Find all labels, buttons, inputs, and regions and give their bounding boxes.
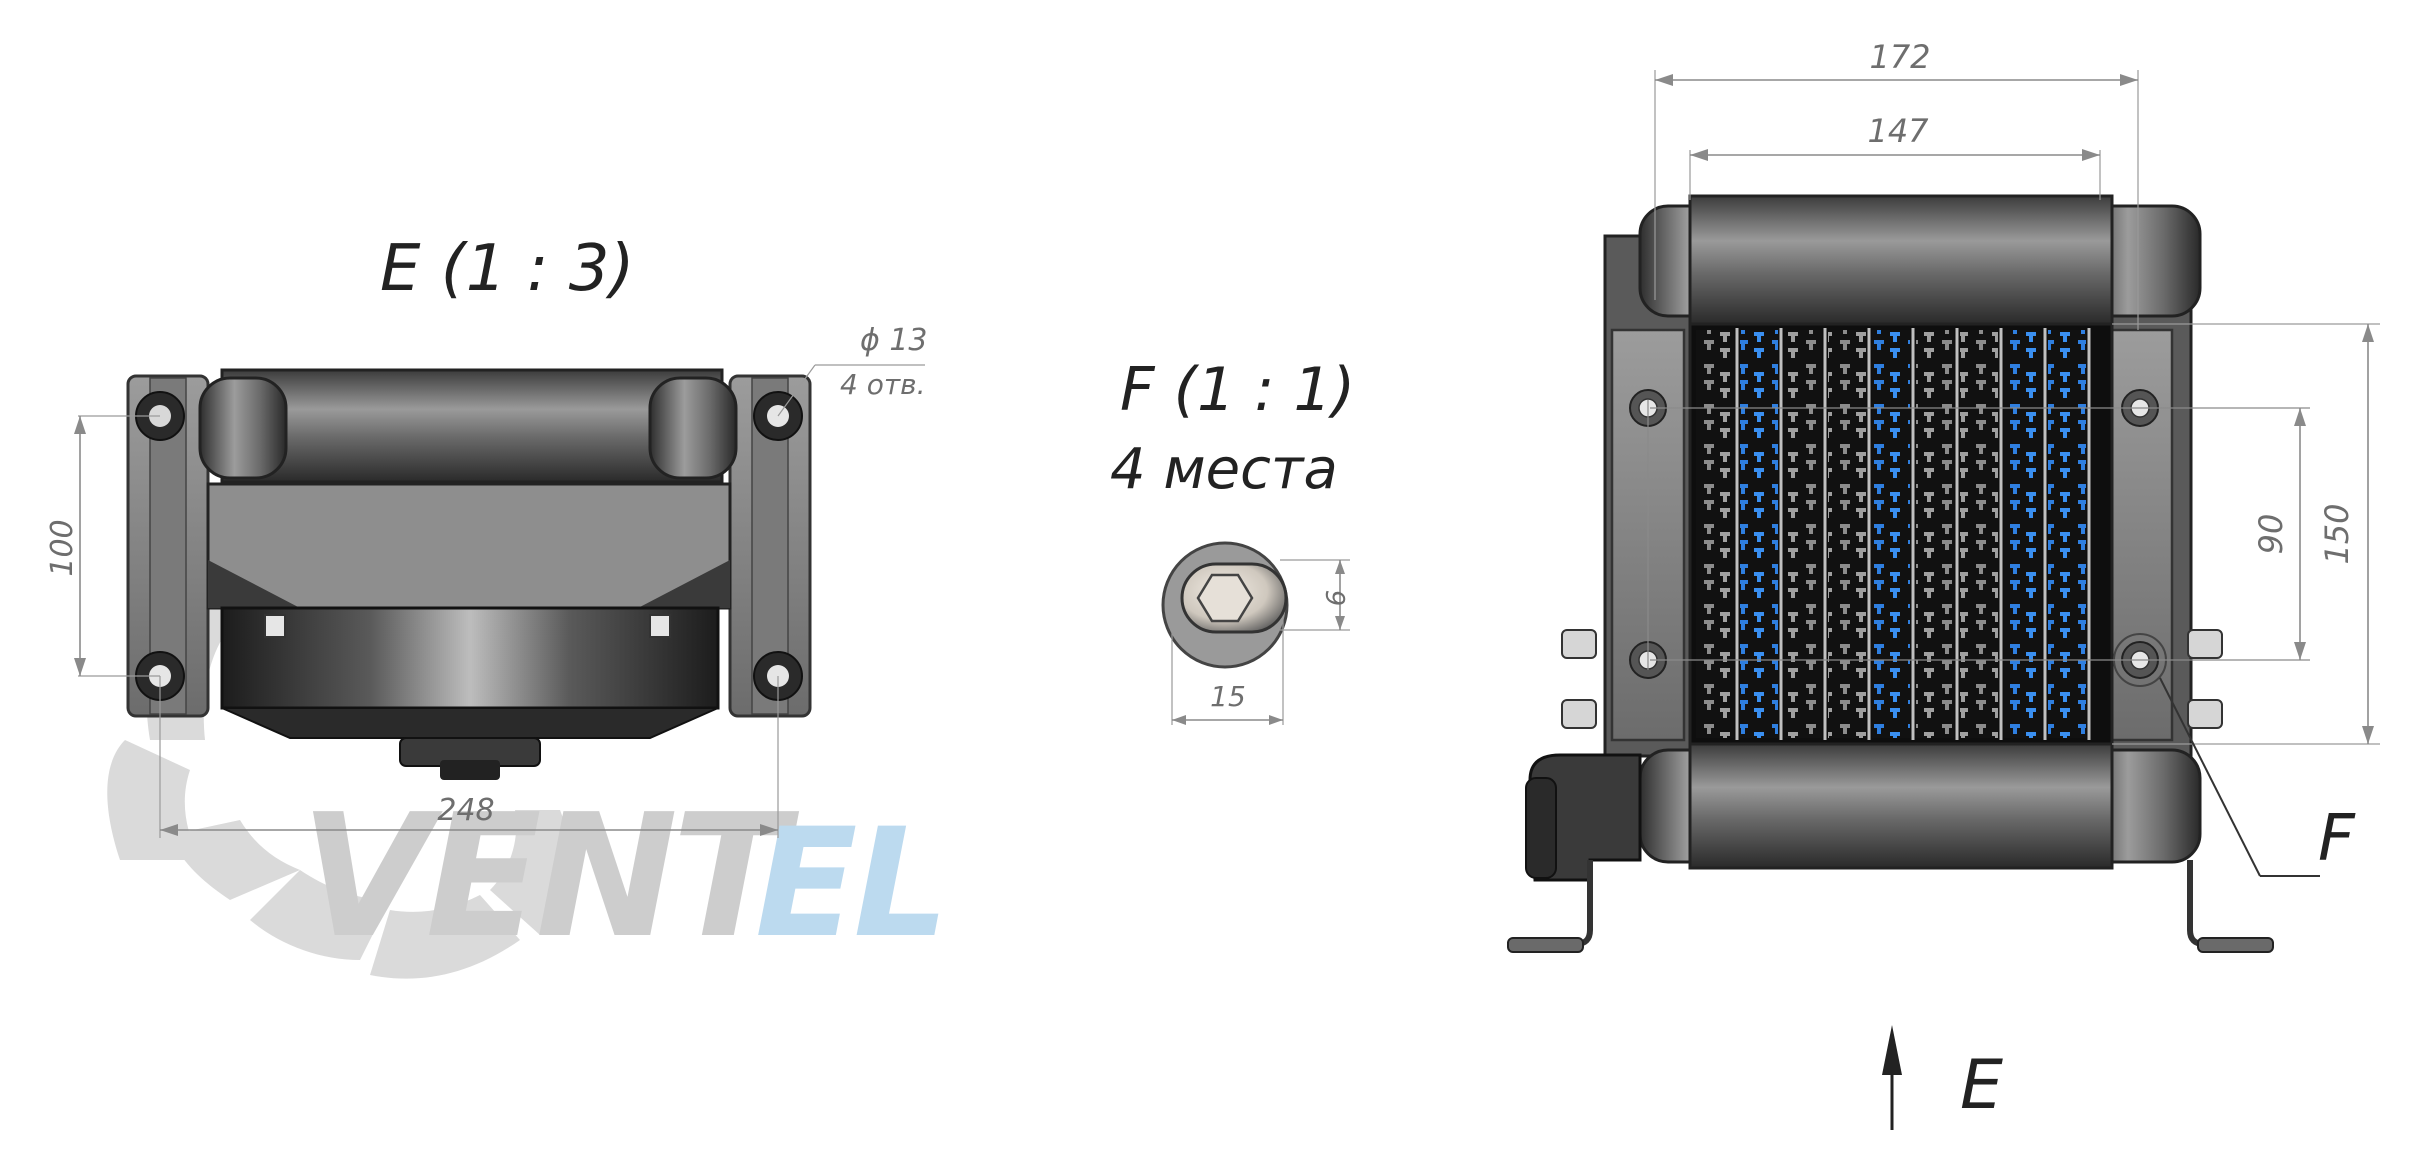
dim-150-label: 150 <box>2318 503 2356 564</box>
hole-callout: ϕ 13 4 отв. <box>777 323 928 417</box>
dim-100-label: 100 <box>45 519 80 576</box>
dim-248-label: 248 <box>437 793 494 828</box>
arrow-e-label: E <box>1960 1046 2003 1125</box>
callout-f-label: F <box>2318 802 2356 876</box>
top-tube <box>220 368 724 484</box>
dim-9-label: 9 <box>1319 590 1349 607</box>
dim-9: 9 <box>1280 559 1350 631</box>
dim-90-label: 90 <box>2252 514 2290 555</box>
watermark-text-accent: EL <box>755 797 945 971</box>
dim-147-label: 147 <box>1867 112 1929 150</box>
hole-count-label: 4 отв. <box>840 368 926 401</box>
fan-housing <box>206 482 732 610</box>
dim-172-label: 172 <box>1869 38 1930 76</box>
dim-100: 100 <box>45 415 160 677</box>
fan-motor <box>220 606 720 710</box>
view-f-title: F (1 : 1) <box>1120 355 1355 425</box>
ventel-watermark: VENT EL <box>107 504 949 979</box>
top-tank <box>1688 194 2114 326</box>
dim-248: 248 <box>159 676 779 838</box>
view-e-arrow: E <box>1882 1025 2003 1130</box>
fin-columns <box>1696 328 2091 740</box>
main-view-drawing: 172 147 90 150 F <box>1507 38 2380 1130</box>
dim-15-label: 15 <box>1210 680 1246 713</box>
view-e-title: E (1 : 3) <box>380 232 634 306</box>
view-f-subtitle: 4 места <box>1110 437 1338 502</box>
bottom-tank <box>1688 742 2114 870</box>
dim-172: 172 <box>1654 38 2139 330</box>
hole-diameter-label: ϕ 13 <box>860 323 928 358</box>
watermark-text-main: VENT <box>300 778 800 976</box>
view-f-detail: F (1 : 1) 4 места 9 15 <box>1110 355 1355 725</box>
arrow-up-icon <box>1882 1025 1902 1075</box>
dim-150: 150 <box>2112 323 2380 745</box>
dim-90: 90 <box>2252 408 2306 660</box>
mounting-feet <box>1507 860 2274 953</box>
view-e-drawing: E (1 : 3) <box>45 232 928 838</box>
callout-f: F <box>2159 677 2356 877</box>
dim-15: 15 <box>1171 620 1284 725</box>
dim-147: 147 <box>1689 112 2101 200</box>
hex-nut-icon <box>1196 573 1254 623</box>
